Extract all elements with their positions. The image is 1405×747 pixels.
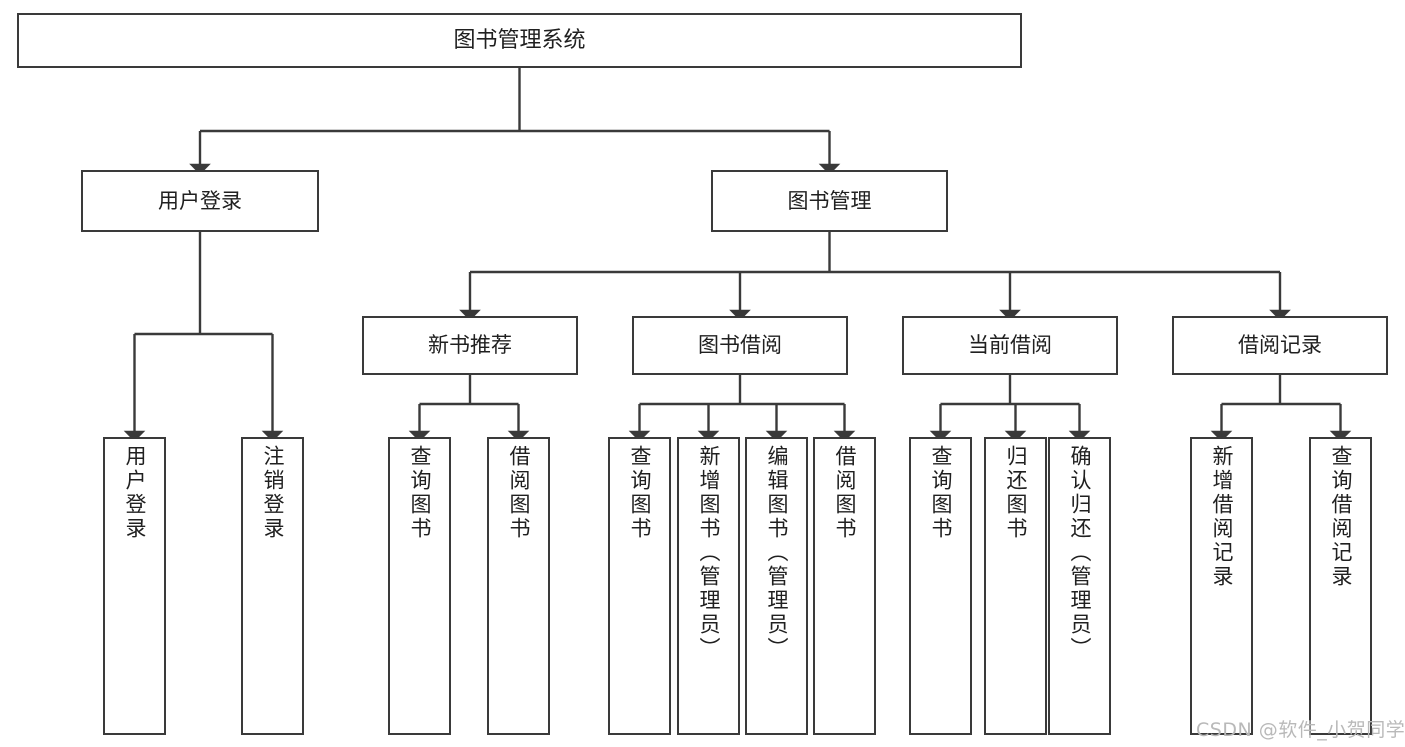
node-label-leaf-add-record: 新增借阅记录 xyxy=(1210,445,1234,589)
node-label-leaf-add-book: 新增图书（管理员） xyxy=(697,445,721,661)
node-user-login[interactable]: 用户登录 xyxy=(81,170,319,232)
edge-group xyxy=(123,68,1352,442)
node-label-leaf-edit-book: 编辑图书（管理员） xyxy=(765,445,789,661)
node-leaf-user-login[interactable]: 用户登录 xyxy=(103,437,166,735)
node-leaf-query-book-1[interactable]: 查询图书 xyxy=(388,437,451,735)
node-label-new-book-rec: 新书推荐 xyxy=(428,333,512,358)
node-label-current-borrow: 当前借阅 xyxy=(968,333,1052,358)
node-root[interactable]: 图书管理系统 xyxy=(17,13,1022,68)
node-leaf-query-book-3[interactable]: 查询图书 xyxy=(909,437,972,735)
node-label-leaf-user-logout: 注销登录 xyxy=(261,445,285,541)
node-label-user-login: 用户登录 xyxy=(158,188,242,213)
node-label-leaf-query-book-3: 查询图书 xyxy=(929,445,953,541)
node-leaf-edit-book[interactable]: 编辑图书（管理员） xyxy=(745,437,808,735)
node-label-leaf-borrow-book-1: 借阅图书 xyxy=(507,445,531,541)
node-current-borrow[interactable]: 当前借阅 xyxy=(902,316,1118,375)
node-label-leaf-query-book-2: 查询图书 xyxy=(628,445,652,541)
node-borrow-record[interactable]: 借阅记录 xyxy=(1172,316,1388,375)
node-new-book-rec[interactable]: 新书推荐 xyxy=(362,316,578,375)
node-leaf-confirm-return[interactable]: 确认归还（管理员） xyxy=(1048,437,1111,735)
node-label-leaf-query-record: 查询借阅记录 xyxy=(1329,445,1353,589)
node-label-leaf-confirm-return: 确认归还（管理员） xyxy=(1068,445,1092,661)
node-label-leaf-query-book-1: 查询图书 xyxy=(408,445,432,541)
node-book-borrow[interactable]: 图书借阅 xyxy=(632,316,848,375)
node-label-book-borrow: 图书借阅 xyxy=(698,333,782,358)
node-leaf-add-record[interactable]: 新增借阅记录 xyxy=(1190,437,1253,735)
node-book-manage[interactable]: 图书管理 xyxy=(711,170,948,232)
node-leaf-query-record[interactable]: 查询借阅记录 xyxy=(1309,437,1372,735)
node-leaf-user-logout[interactable]: 注销登录 xyxy=(241,437,304,735)
node-leaf-borrow-book-1[interactable]: 借阅图书 xyxy=(487,437,550,735)
node-label-book-manage: 图书管理 xyxy=(787,188,872,213)
node-label-borrow-record: 借阅记录 xyxy=(1238,333,1322,358)
node-label-leaf-borrow-book-2: 借阅图书 xyxy=(833,445,857,541)
node-label-root: 图书管理系统 xyxy=(453,27,586,53)
node-leaf-query-book-2[interactable]: 查询图书 xyxy=(608,437,671,735)
node-label-leaf-user-login: 用户登录 xyxy=(123,445,147,541)
node-leaf-return-book[interactable]: 归还图书 xyxy=(984,437,1047,735)
node-leaf-borrow-book-2[interactable]: 借阅图书 xyxy=(813,437,876,735)
node-leaf-add-book[interactable]: 新增图书（管理员） xyxy=(677,437,740,735)
node-label-leaf-return-book: 归还图书 xyxy=(1004,445,1028,541)
